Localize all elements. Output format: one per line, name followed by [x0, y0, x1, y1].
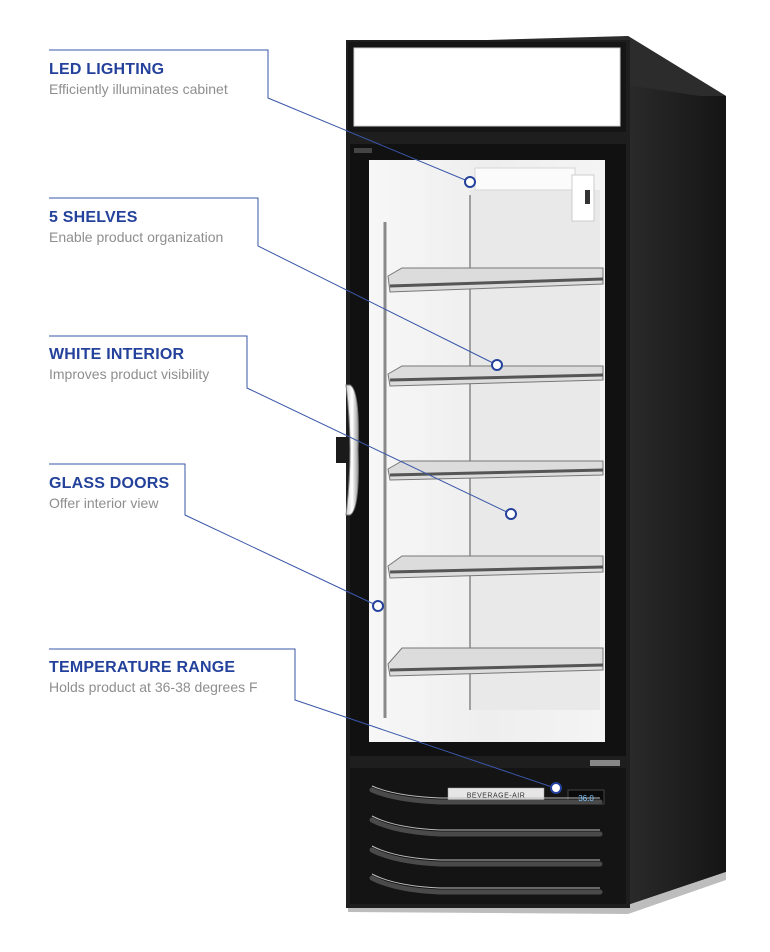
feature-title: TEMPERATURE RANGE: [49, 659, 236, 676]
leader-line-led: [49, 49, 471, 183]
feature-title: WHITE INTERIOR: [49, 346, 185, 363]
leader-lines: [49, 49, 556, 789]
callout-dot-interior: [505, 508, 517, 520]
door-handle: [336, 384, 359, 516]
grille-louvers: [369, 787, 603, 895]
cabinet-side-panel: [628, 36, 726, 905]
feature-shelves: 5 SHELVES Enable product organization: [49, 208, 289, 246]
shelf-3: [387, 460, 604, 481]
leader-line-temperature: [49, 648, 556, 789]
callout-dot-glass: [372, 600, 384, 612]
feature-description: Enable product organization: [49, 229, 224, 245]
shelf-2: [387, 365, 604, 387]
feature-description: Improves product visibility: [49, 366, 210, 382]
feature-description: Efficiently illuminates cabinet: [49, 81, 228, 97]
thermostat-knob: [585, 190, 590, 204]
leader-line-shelves: [49, 197, 498, 366]
light-fixture: [474, 167, 576, 191]
feature-glass-doors: GLASS DOORS Offer interior view: [49, 474, 289, 512]
shelf-4: [387, 555, 604, 579]
callout-dot-temperature: [550, 782, 562, 794]
shelf-5: [387, 647, 604, 677]
feature-title: LED LIGHTING: [49, 61, 165, 78]
feature-title: 5 SHELVES: [49, 209, 138, 226]
feature-description: Offer interior view: [49, 495, 159, 511]
shelf-1: [387, 267, 604, 293]
callout-dot-led: [464, 176, 476, 188]
feature-temperature-range: TEMPERATURE RANGE Holds product at 36-38…: [49, 658, 289, 696]
leader-line-glass: [49, 463, 379, 607]
thermostat-box: [571, 174, 595, 222]
callout-dots: [372, 176, 562, 794]
sign-header-panel: [353, 47, 621, 127]
feature-title: GLASS DOORS: [49, 475, 170, 492]
door-hinge-top: [354, 148, 372, 153]
door-hinge-bottom: [590, 760, 620, 766]
feature-led-lighting: LED LIGHTING Efficiently illuminates cab…: [49, 60, 289, 98]
temperature-display-text: 36.0: [578, 794, 594, 803]
feature-white-interior: WHITE INTERIOR Improves product visibili…: [49, 345, 289, 383]
leader-line-interior: [49, 335, 512, 515]
feature-description: Holds product at 36-38 degrees F: [49, 679, 258, 695]
callout-dot-shelves: [491, 359, 503, 371]
grille-louver-highlights: [371, 785, 600, 889]
brand-plate-text: BEVERAGE-AIR: [467, 793, 526, 800]
